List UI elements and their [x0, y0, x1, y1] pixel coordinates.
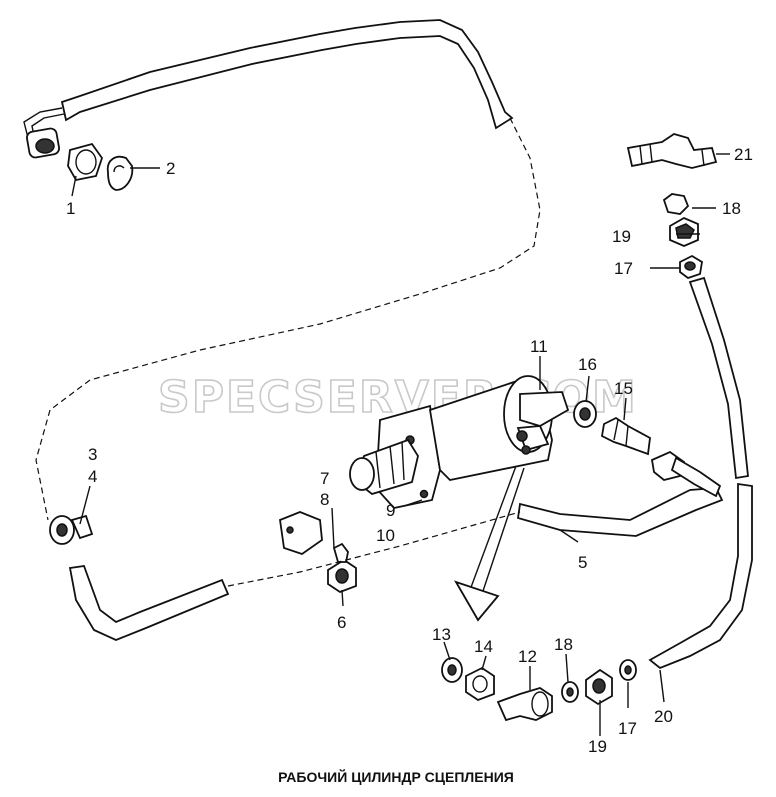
callout-11: 11 — [530, 337, 548, 356]
part-2-clamp — [106, 155, 134, 191]
callout-19-bottom: 19 — [588, 737, 607, 756]
callout-19-top: 19 — [612, 227, 631, 246]
callout-17-top: 17 — [614, 259, 633, 278]
callout-16: 16 — [578, 355, 597, 374]
hose-nut-left — [26, 127, 60, 159]
callout-12: 12 — [518, 647, 537, 666]
part-20-pipe-lower — [648, 482, 753, 670]
callout-6: 6 — [337, 613, 346, 632]
dashed-assembly-line — [35, 117, 541, 587]
part-18-nut-top — [662, 193, 690, 215]
part-3-clamp — [49, 514, 94, 545]
part-17-ring-bottom — [619, 659, 637, 681]
callout-9: 9 — [386, 501, 395, 520]
part-11-slave-cylinder — [349, 375, 570, 509]
part-7-bracket — [279, 511, 323, 555]
callout-18-top: 18 — [722, 199, 741, 218]
part-6-clamp — [327, 542, 357, 594]
callout-7: 7 — [320, 469, 329, 488]
callout-10: 10 — [376, 526, 395, 545]
part-13-washer — [441, 657, 463, 683]
callout-17-bottom: 17 — [618, 719, 637, 738]
part-5-pipe — [516, 456, 724, 537]
callout-2: 2 — [166, 159, 175, 178]
part-17-ring-top — [679, 254, 703, 280]
callout-5: 5 — [578, 553, 587, 572]
leader-lines — [71, 153, 730, 736]
bottom-left-pipe — [68, 565, 230, 641]
part-12-elbow-fitting — [496, 687, 553, 722]
part-14-nut — [465, 666, 495, 702]
callout-4: 4 — [88, 467, 97, 486]
callout-21: 21 — [734, 145, 753, 164]
right-pipe-upper — [688, 276, 749, 480]
part-1-sleeve — [67, 142, 103, 182]
part-16-washer — [573, 400, 597, 428]
callout-8: 8 — [320, 490, 329, 509]
callout-14: 14 — [474, 637, 493, 656]
part-19-nut-top — [669, 216, 699, 247]
top-hose — [23, 19, 514, 139]
part-18-nut-bottom — [561, 681, 579, 703]
callout-15: 15 — [614, 379, 633, 398]
callout-20: 20 — [654, 707, 673, 726]
callout-18-bottom: 18 — [554, 635, 573, 654]
callout-labels: 1 2 3 4 5 6 7 8 9 10 11 12 13 14 15 16 1… — [66, 145, 753, 756]
diagram-caption: РАБОЧИЙ ЦИЛИНДР СЦЕПЛЕНИЯ — [278, 768, 514, 785]
part-21-elbow-hose — [626, 133, 718, 169]
callout-3: 3 — [88, 445, 97, 464]
callout-13: 13 — [432, 625, 451, 644]
part-15-fitting — [601, 416, 651, 456]
part-19-nut-bottom — [585, 668, 613, 706]
callout-1: 1 — [66, 199, 75, 218]
assembly-arrow — [454, 465, 525, 622]
